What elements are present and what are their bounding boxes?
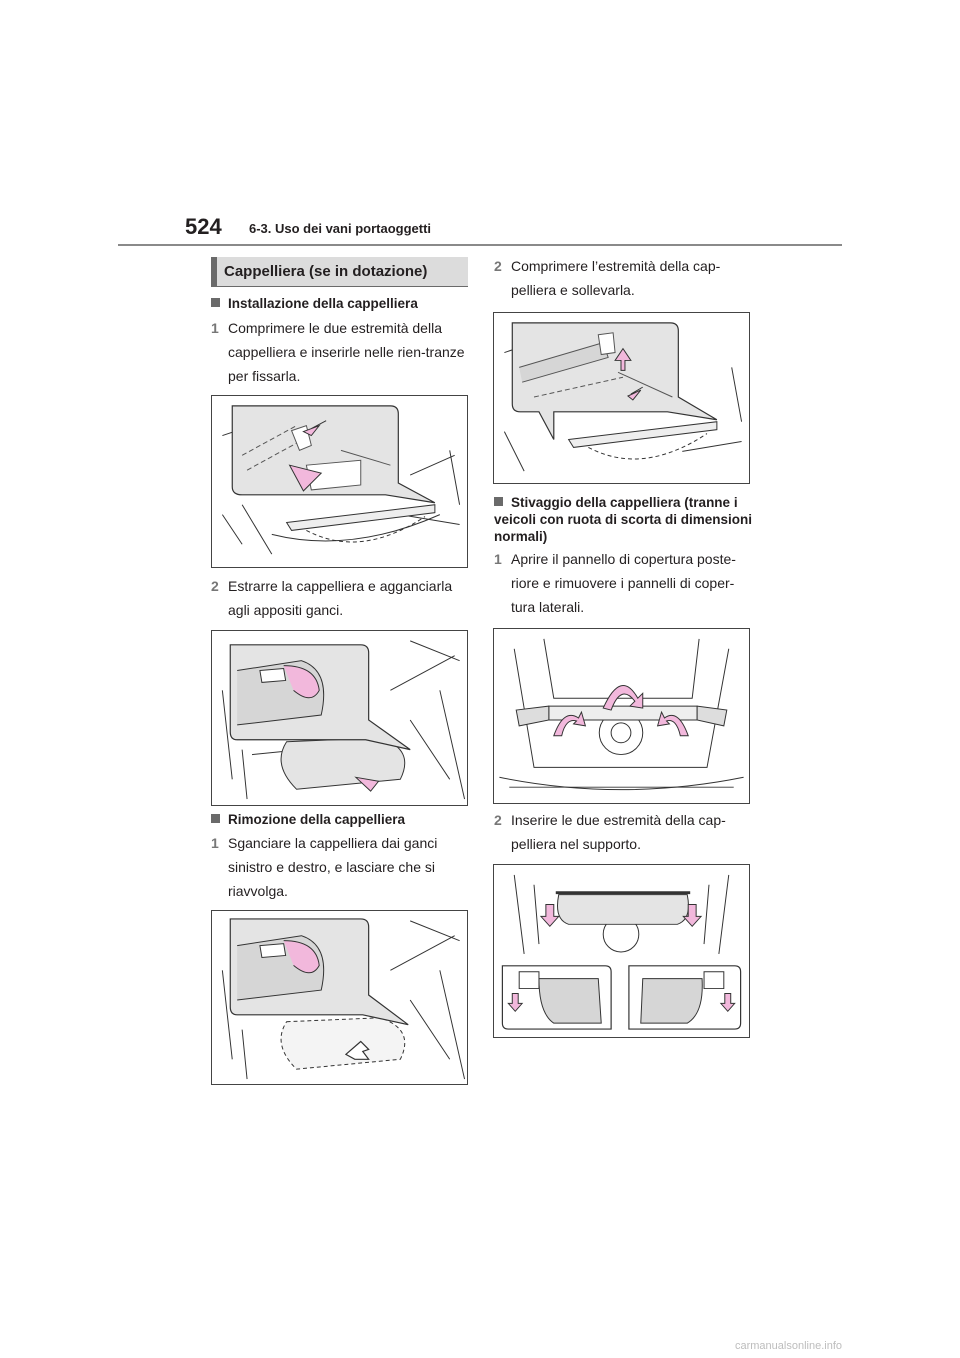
- figure-install-press-ends: [211, 395, 468, 568]
- removal-step-1: 1 Sganciare la cappelliera dai ganci sin…: [211, 835, 438, 899]
- page-number: 524: [185, 214, 222, 239]
- figure-removal-lift: [493, 312, 750, 484]
- figure-storage-open-panels: [493, 628, 750, 804]
- heading-underline: [211, 286, 468, 287]
- subheading-storage: Stivaggio della cappelliera (tranne i ve…: [494, 495, 753, 544]
- bullet-square-icon: [494, 497, 503, 506]
- figure-removal-unhook: [211, 910, 468, 1085]
- footer-watermark: carmanualsonline.info: [734, 1340, 842, 1352]
- bullet-square-icon: [211, 814, 220, 823]
- figure-install-hook: [211, 630, 468, 806]
- subheading-installation: Installazione della cappelliera: [211, 295, 471, 312]
- installation-step-1: 1 Comprimere le due estremità della capp…: [211, 320, 465, 384]
- section-title: 6-3. Uso dei vani portaoggetti: [249, 221, 432, 236]
- removal-step-2: 2 Comprimere l’estremità della cap-pelli…: [494, 258, 721, 298]
- section-heading: Cappelliera (se in dotazione): [211, 257, 468, 287]
- subheading-removal: Rimozione della cappelliera: [211, 811, 471, 828]
- header-rule: [118, 244, 842, 246]
- installation-step-2: 2 Estrarre la cappelliera e agganciarla …: [211, 578, 453, 618]
- storage-step-2: 2 Inserire le due estremità della cap-pe…: [494, 812, 726, 852]
- bullet-square-icon: [211, 298, 220, 307]
- storage-step-1: 1 Aprire il pannello di copertura poste-…: [494, 551, 736, 615]
- figure-storage-insert: [493, 864, 750, 1038]
